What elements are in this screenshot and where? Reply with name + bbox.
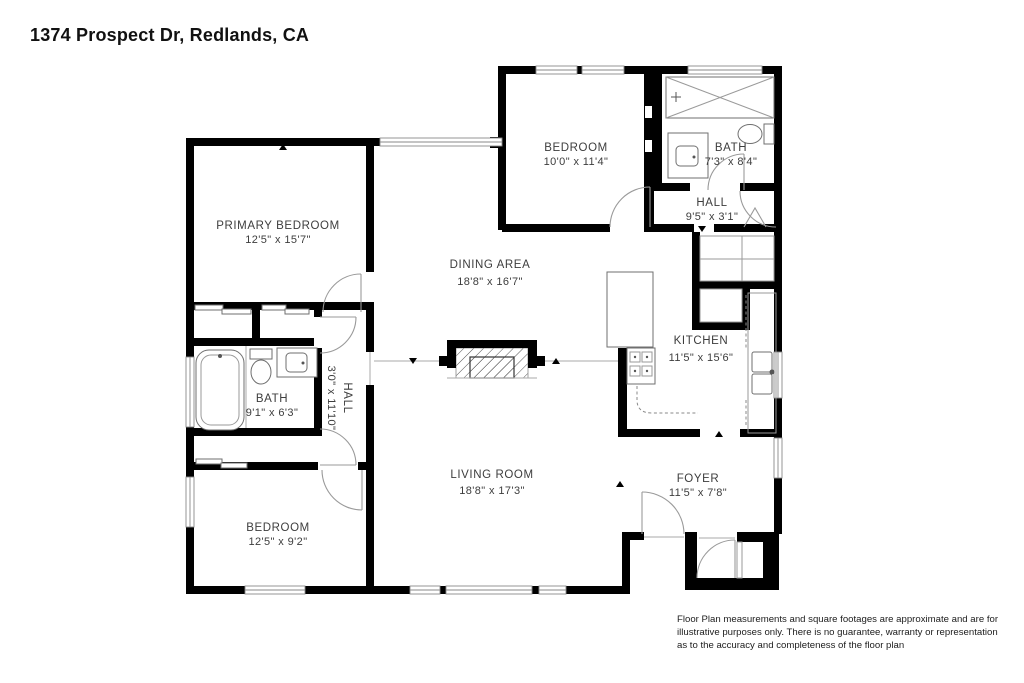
kitchen-island [606, 271, 654, 348]
room-label-bedroom-bottom: BEDROOM [246, 522, 310, 534]
window [535, 65, 578, 75]
vanity-sink [276, 347, 318, 378]
room-label-hall-main: HALL [341, 382, 353, 413]
closets [194, 235, 775, 579]
room-label-foyer: FOYER [677, 473, 720, 485]
room-dims-hall-top: 9'5" x 3'1" [686, 211, 739, 223]
kitchen-fixtures [606, 271, 777, 434]
sliding-closet-doors [195, 458, 248, 469]
pantry-closet [699, 235, 775, 282]
wall-recess [645, 140, 652, 152]
windows [185, 65, 783, 595]
door-bedroom-top [609, 186, 651, 228]
window [185, 356, 195, 428]
fireplace [374, 340, 618, 379]
door-bedroom-bottom [321, 469, 363, 511]
disclaimer: Floor Plan measurements and square foota… [677, 614, 999, 651]
wall-recess [645, 106, 652, 118]
bath-main-fixtures [195, 346, 318, 431]
window [581, 65, 625, 75]
stove [626, 347, 656, 385]
door-entry-closet [696, 537, 736, 579]
window [185, 476, 195, 528]
entry-closet-shelf [736, 541, 743, 579]
room-label-dining-area: DINING AREA [450, 259, 531, 271]
page-title: 1374 Prospect Dr, Redlands, CA [30, 25, 309, 45]
room-dims-foyer: 11'5" x 7'8" [669, 487, 727, 499]
room-dims-dining-area: 18'8" x 16'7" [457, 276, 523, 288]
kitchen-counter [747, 292, 777, 434]
doors [319, 153, 777, 579]
room-label-living-room: LIVING ROOM [450, 469, 533, 481]
door-bath-top [707, 153, 745, 191]
marker-ticks [279, 144, 723, 487]
room-labels: PRIMARY BEDROOM 12'5" x 15'7" BEDROOM 10… [216, 142, 757, 548]
window [244, 585, 306, 595]
toilet [249, 348, 273, 385]
room-dims-bedroom-bottom: 12'5" x 9'2" [248, 536, 307, 548]
room-label-bath-top: BATH [715, 142, 747, 154]
window [773, 437, 783, 479]
vanity-sink [667, 132, 709, 179]
bathtub [195, 349, 245, 431]
kitchen-sink [751, 351, 775, 395]
counter-outline [636, 386, 698, 414]
sliding-closet-doors [194, 304, 252, 315]
shower [665, 76, 775, 119]
door-primary-bedroom [322, 273, 362, 313]
door-hall-closet [739, 190, 777, 228]
window [538, 585, 567, 595]
window [379, 137, 503, 147]
disclaimer-line-3: as to the accuracy and completeness of t… [677, 640, 904, 651]
toilet [737, 123, 775, 145]
window [773, 351, 783, 399]
room-dims-hall-main: 3'0" x 11'10" [325, 366, 337, 431]
room-label-kitchen: KITCHEN [674, 335, 729, 347]
room-dims-primary-bedroom: 12'5" x 15'7" [245, 234, 311, 246]
window [445, 585, 533, 595]
bath-top-fixtures [665, 76, 775, 179]
room-dims-bedroom-top: 10'0" x 11'4" [544, 156, 609, 168]
sliding-closet-doors [261, 304, 310, 315]
room-label-primary-bedroom: PRIMARY BEDROOM [216, 220, 340, 232]
room-label-bath-main: BATH [256, 393, 288, 405]
room-dims-living-room: 18'8" x 17'3" [459, 485, 525, 497]
room-dims-bath-top: 7'3" x 8'4" [705, 156, 758, 168]
room-dims-bath-main: 9'1" x 6'3" [246, 407, 299, 419]
door-closet-hall [319, 428, 357, 466]
disclaimer-line-1: Floor Plan measurements and square foota… [677, 614, 999, 625]
door-front-entry [641, 491, 685, 538]
exterior-walls [186, 66, 782, 594]
window [409, 585, 441, 595]
utility-closet [699, 288, 743, 323]
room-dims-kitchen: 11'5" x 15'6" [669, 352, 734, 364]
window [687, 65, 763, 75]
door-bath-main [319, 316, 357, 354]
room-label-hall-top: HALL [696, 197, 727, 209]
disclaimer-line-2: illustrative purposes only. There is no … [677, 627, 998, 638]
room-label-bedroom-top: BEDROOM [544, 142, 608, 154]
